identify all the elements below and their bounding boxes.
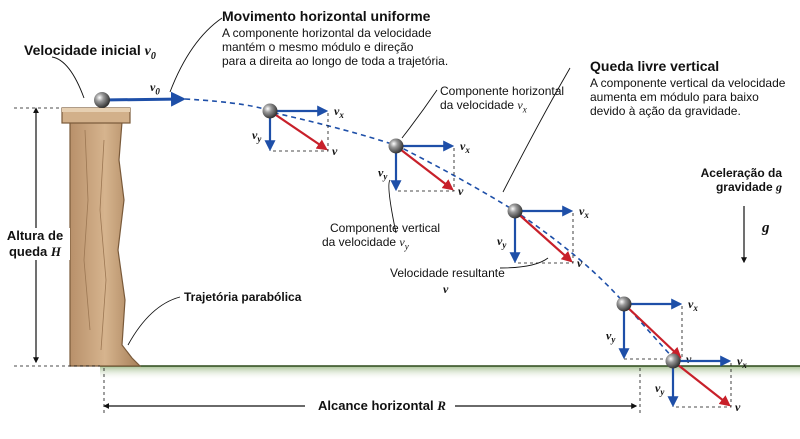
ball-2 bbox=[388, 138, 404, 154]
v-label-5: v bbox=[735, 400, 741, 414]
comp-v-label-2: da velocidade vy bbox=[322, 235, 409, 252]
v0-label: v0 bbox=[150, 80, 160, 97]
ball-3 bbox=[507, 203, 523, 219]
vx-label-5: vx bbox=[737, 354, 747, 370]
ground bbox=[100, 365, 800, 380]
vx-label-1: vx bbox=[334, 104, 344, 120]
vy-label-1: vy bbox=[252, 128, 262, 144]
ball-4 bbox=[616, 296, 632, 312]
initial-velocity-label: Velocidade inicial v0 bbox=[24, 42, 156, 62]
height-label-2: queda H bbox=[0, 244, 70, 260]
comp-v-label-1: Componente vertical bbox=[330, 221, 441, 235]
resultant-label: Velocidade resultante bbox=[390, 266, 505, 280]
comp-h-label-1: Componente horizontal bbox=[440, 84, 565, 98]
leader-lines bbox=[51, 17, 571, 346]
parabolic-label: Trajetória parabólica bbox=[184, 290, 302, 304]
v-arrow-5 bbox=[672, 360, 731, 407]
velocity-box-5 bbox=[672, 360, 732, 408]
v-label-4: v bbox=[686, 352, 692, 366]
height-label-1: Altura de bbox=[0, 228, 70, 244]
title-vertical: Queda livre vertical bbox=[590, 58, 720, 74]
vx-label-4: vx bbox=[688, 297, 698, 313]
resultant-symbol: v bbox=[443, 282, 449, 296]
ball-5 bbox=[665, 353, 681, 369]
range-label: Alcance horizontal R bbox=[318, 398, 446, 413]
desc-horizontal-2: mantém o mesmo módulo e direção bbox=[222, 40, 414, 54]
v-arrow-2 bbox=[395, 145, 454, 191]
vx-label-3: vx bbox=[579, 204, 589, 220]
ball-1 bbox=[262, 103, 278, 119]
desc-horizontal-3: para a direita ao longo de toda a trajet… bbox=[222, 54, 449, 68]
velocity-box-2 bbox=[395, 145, 455, 192]
comp-h-label-2: da velocidade vx bbox=[440, 98, 527, 115]
vy-label-3: vy bbox=[497, 234, 507, 250]
vy-label-4: vy bbox=[606, 329, 616, 345]
ball-positions: vx vy v vx vy v vx vy v vx vy v vx vy v bbox=[252, 103, 747, 414]
v-arrow-4 bbox=[623, 303, 682, 359]
g-symbol: g bbox=[762, 220, 770, 236]
gravity-label-1: Aceleração da bbox=[700, 166, 782, 180]
title-horizontal: Movimento horizontal uniforme bbox=[222, 8, 431, 24]
vy-label-5: vy bbox=[655, 381, 665, 397]
v-label-1: v bbox=[332, 144, 338, 158]
v0-arrow bbox=[101, 91, 186, 107]
desc-vertical-1: A componente vertical da velocidade bbox=[590, 76, 786, 90]
vy-label-2: vy bbox=[378, 166, 388, 182]
desc-horizontal-1: A componente horizontal da velocidade bbox=[222, 26, 432, 40]
v-label-2: v bbox=[458, 184, 464, 198]
gravity-label-2: gravidade g bbox=[715, 180, 782, 194]
cliff bbox=[61, 107, 142, 367]
vx-label-2: vx bbox=[460, 139, 470, 155]
desc-vertical-2: aumenta em módulo para baixo bbox=[590, 90, 759, 104]
v-arrow-1 bbox=[269, 110, 328, 151]
v-label-3: v bbox=[577, 256, 583, 270]
v-arrow-3 bbox=[514, 210, 573, 263]
ball-initial bbox=[94, 92, 110, 108]
desc-vertical-3: devido à ação da gravidade. bbox=[590, 104, 741, 118]
